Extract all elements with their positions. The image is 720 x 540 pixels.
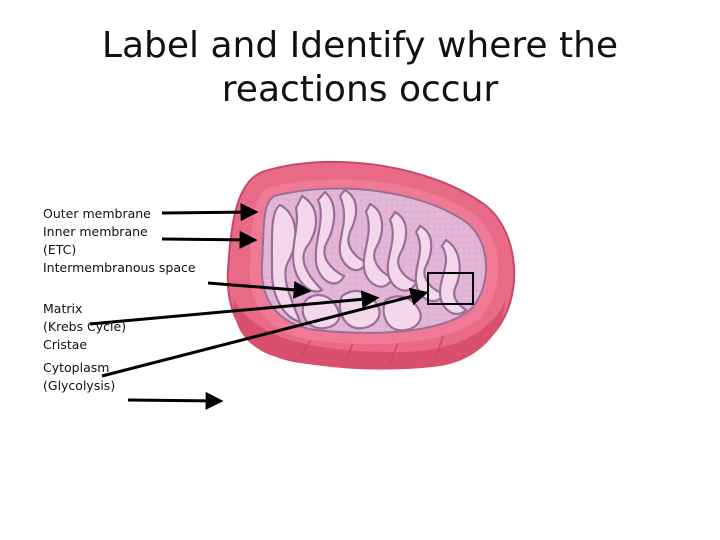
label-inner-membrane: Inner membrane <box>43 224 148 239</box>
arrow-cristae <box>101 287 429 378</box>
arrow-outer-membrane <box>161 203 259 222</box>
arrow-intermembranous-space <box>207 280 312 299</box>
spacer <box>43 277 243 300</box>
label-glycolysis: (Glycolysis) <box>43 378 116 393</box>
label-cytoplasm: Cytoplasm <box>43 360 110 375</box>
arrow-matrix <box>89 290 380 326</box>
label-arrows <box>89 203 429 410</box>
label-matrix: Matrix <box>43 301 83 316</box>
label-outer-membrane: Outer membrane <box>43 206 151 221</box>
label-list: Outer membrane Inner membrane (ETC) Inte… <box>43 205 243 395</box>
label-cristae: Cristae <box>43 337 88 352</box>
label-krebs-cycle: (Krebs Cycle) <box>43 319 127 334</box>
arrow-cytoplasm <box>127 391 224 410</box>
slide-title: Label and Identify where the reactions o… <box>101 25 619 110</box>
label-etc: (ETC) <box>43 242 77 257</box>
arrow-inner-membrane <box>161 230 258 249</box>
label-intermembranous-space: Intermembranous space <box>43 260 196 275</box>
